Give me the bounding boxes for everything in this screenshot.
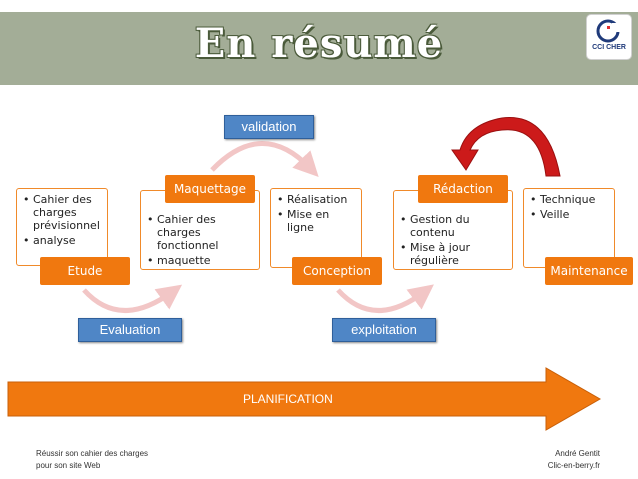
- step-box-maintenance: Technique Veille: [523, 188, 615, 268]
- label-exploitation: exploitation: [332, 318, 436, 342]
- step-item: maquette: [147, 254, 255, 267]
- footer-left-line2: pour son site Web: [36, 461, 101, 470]
- red-return-arrow: [451, 116, 561, 177]
- title-bar: [0, 12, 638, 85]
- label-validation: validation: [224, 115, 314, 139]
- step-box-redaction: Gestion du contenu Mise à jour régulière: [393, 190, 513, 270]
- cycle-arrow-1: [82, 284, 183, 313]
- step-item: analyse: [23, 234, 103, 247]
- step-tag-etude: Etude: [40, 257, 130, 285]
- footer-right-line1: André Gentit: [555, 449, 600, 458]
- logo-text: CCI CHER: [592, 44, 626, 51]
- cycle-arrow-3: [336, 284, 434, 313]
- step-item: Cahier des charges fonctionnel: [147, 213, 255, 252]
- cci-logo-icon: [596, 19, 620, 43]
- step-tag-redaction: Rédaction: [418, 175, 508, 203]
- step-item: Gestion du contenu: [400, 213, 508, 239]
- step-item: Mise à jour régulière: [400, 241, 508, 267]
- step-tag-maintenance: Maintenance: [545, 257, 633, 285]
- cycle-arrow-2: [210, 141, 319, 178]
- label-evaluation: Evaluation: [78, 318, 182, 342]
- slide-title: En résumé: [194, 20, 444, 67]
- step-tag-conception: Conception: [292, 257, 382, 285]
- footer-right-line2: Clic-en-berry.fr: [547, 461, 600, 470]
- planification-arrow: [7, 367, 602, 431]
- step-tag-maquettage: Maquettage: [165, 175, 255, 203]
- step-box-conception: Réalisation Mise en ligne: [270, 188, 362, 268]
- planification-label: PLANIFICATION: [243, 392, 333, 406]
- cci-logo: CCI CHER: [586, 14, 632, 60]
- step-box-etude: Cahier des charges prévisionnel analyse: [16, 188, 108, 266]
- step-item: Cahier des charges prévisionnel: [23, 193, 103, 232]
- step-item: Veille: [530, 208, 610, 221]
- step-item: Réalisation: [277, 193, 357, 206]
- footer-right: André Gentit Clic-en-berry.fr: [500, 448, 600, 472]
- footer-left-line1: Réussir son cahier des charges: [36, 449, 149, 458]
- footer-left: Réussir son cahier des charges pour son …: [36, 448, 148, 472]
- step-box-maquettage: Cahier des charges fonctionnel maquette: [140, 190, 260, 270]
- step-item: Technique: [530, 193, 610, 206]
- step-item: Mise en ligne: [277, 208, 357, 234]
